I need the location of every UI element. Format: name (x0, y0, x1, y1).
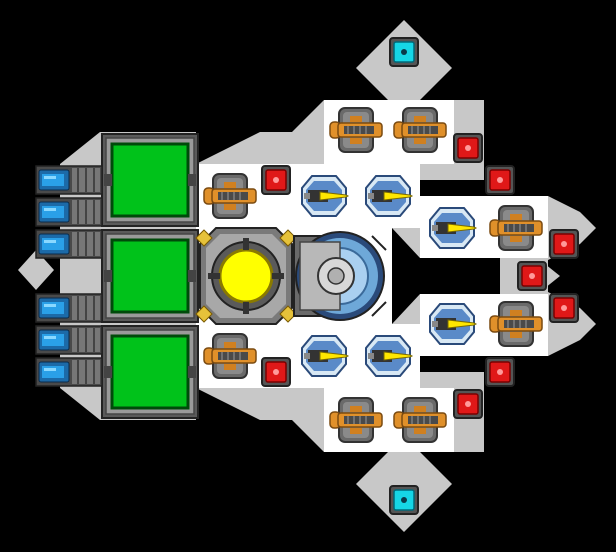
thruster[interactable] (35, 325, 103, 355)
missile-launcher[interactable] (365, 335, 413, 377)
alarm-light[interactable] (517, 261, 547, 291)
thruster[interactable] (35, 197, 103, 227)
cargo-bay[interactable] (100, 132, 200, 228)
shield-generator[interactable] (293, 231, 387, 321)
alarm-light[interactable] (453, 389, 483, 419)
thruster[interactable] (35, 165, 103, 195)
alarm-light[interactable] (261, 165, 291, 195)
missile-launcher[interactable] (429, 207, 477, 249)
alarm-light[interactable] (485, 357, 515, 387)
missile-launcher[interactable] (429, 303, 477, 345)
hull-gap (392, 228, 500, 324)
reactor-core[interactable] (195, 227, 297, 325)
alarm-light[interactable] (261, 357, 291, 387)
missile-launcher[interactable] (365, 175, 413, 217)
alarm-light[interactable] (549, 293, 579, 323)
alarm-light[interactable] (485, 165, 515, 195)
thruster[interactable] (35, 357, 103, 387)
sensor-beacon[interactable] (389, 485, 419, 515)
alarm-light[interactable] (453, 133, 483, 163)
missile-launcher[interactable] (301, 335, 349, 377)
sensor-beacon[interactable] (389, 37, 419, 67)
thruster[interactable] (35, 293, 103, 323)
missile-launcher[interactable] (301, 175, 349, 217)
cargo-bay[interactable] (100, 324, 200, 420)
alarm-light[interactable] (549, 229, 579, 259)
thruster[interactable] (35, 229, 103, 259)
cargo-bay[interactable] (100, 228, 200, 324)
